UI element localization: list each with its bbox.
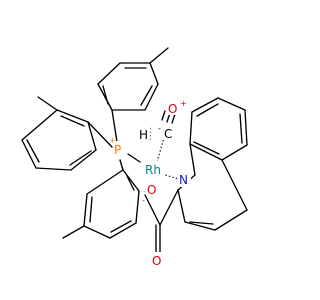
carbonyl-oxygen-charge: + xyxy=(180,99,187,108)
label-bg-h xyxy=(138,127,150,141)
label-bg-c-carbonyl xyxy=(163,126,174,140)
rhodium-bonds xyxy=(144,110,183,193)
tolyl-ring-bottom xyxy=(62,169,140,239)
molecule-canvas: P + H Rh N O + C - O - O xyxy=(21,47,248,268)
acyl-oxygen-label: O xyxy=(147,183,156,197)
phosphorus-bonds xyxy=(87,109,141,171)
phosphorus-label: P xyxy=(114,143,121,157)
tolyl-ring-left xyxy=(21,96,97,171)
acyl-oxygen-charge: - xyxy=(142,196,145,205)
carbonyl-carbon-label: C xyxy=(164,127,172,141)
label-bg-o-carbonyl xyxy=(167,100,179,115)
atom-labels: P + H Rh N O + C - O - O xyxy=(109,99,191,268)
label-bg-p xyxy=(114,141,127,156)
phosphorus-charge: + xyxy=(109,136,116,145)
hydrogen-label: H xyxy=(139,128,148,142)
rhodium-label: Rh xyxy=(145,163,161,177)
carbonyl-carbon-charge: - xyxy=(158,124,161,133)
molecule-structure: P + H Rh N O + C - O - O xyxy=(21,47,248,268)
ketone-oxygen-label: O xyxy=(152,254,161,268)
label-bg-n xyxy=(178,171,191,187)
label-bg-o-ketone xyxy=(151,252,164,268)
quinoline-ring xyxy=(177,97,248,231)
acyl-linker xyxy=(144,189,179,253)
nitrogen-label: N xyxy=(179,173,188,187)
carbonyl-oxygen-label: O xyxy=(168,102,177,116)
tolyl-ring-top xyxy=(97,47,169,111)
label-bg-o-acyl xyxy=(146,181,158,196)
label-bg-rh xyxy=(144,161,165,177)
